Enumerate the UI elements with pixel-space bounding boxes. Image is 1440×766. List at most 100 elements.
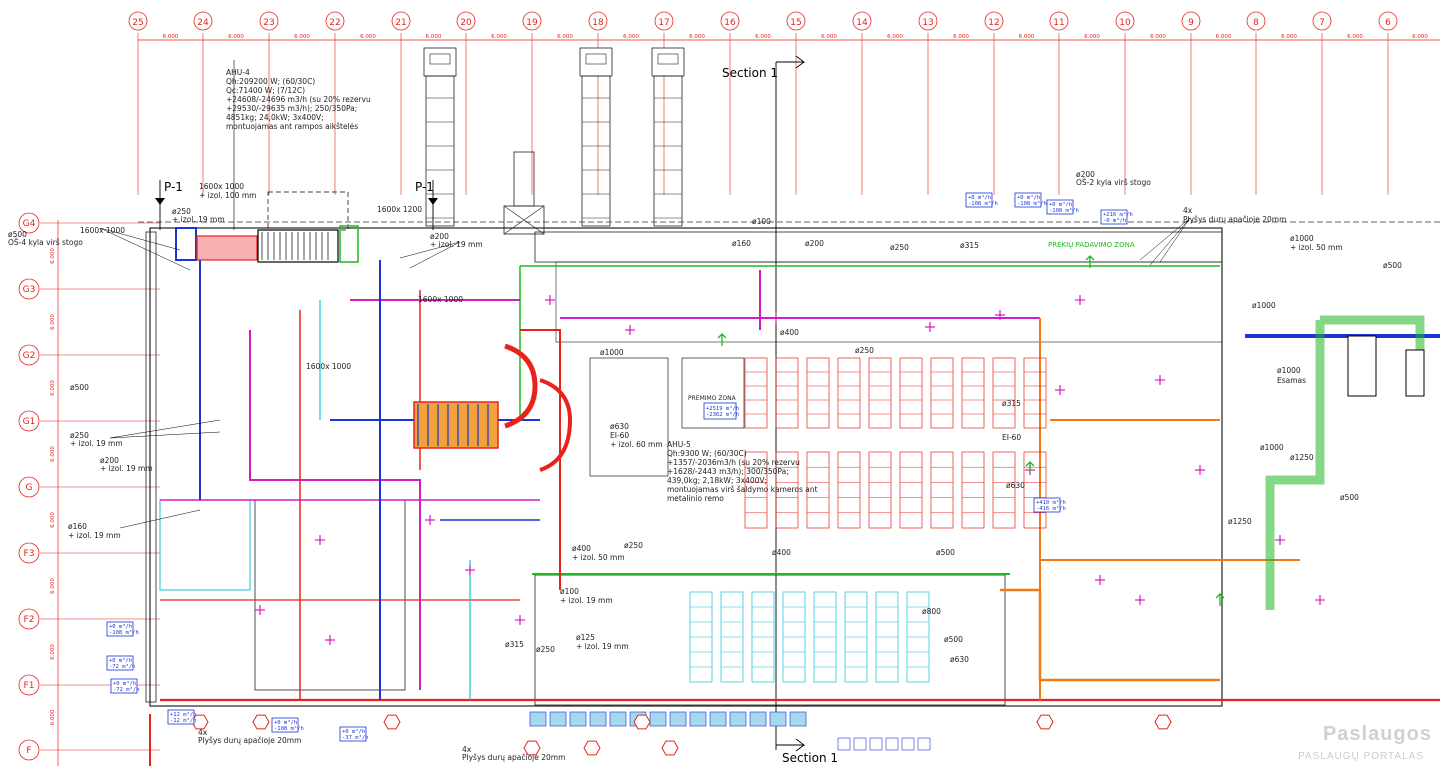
note-1600-izol: + izol. 100 mm	[199, 191, 256, 200]
grid-row-label: F2	[24, 615, 35, 625]
rack	[868, 451, 892, 529]
note-izol19-d100: + izol. 19 mm	[560, 596, 613, 605]
ahu4-line: montuojamas ant rampos aikštelės	[226, 122, 358, 131]
building-outline	[149, 227, 1223, 707]
bottom-sign	[901, 737, 915, 751]
grid-spacing-label: 6.000	[360, 34, 376, 40]
grid-spacing-label: 6.000	[426, 34, 442, 40]
ahu4-platform	[267, 191, 349, 231]
rack	[806, 357, 830, 429]
shaft-cap-inner	[657, 53, 679, 65]
grid-column-label: 17	[658, 18, 669, 28]
hex-marker	[583, 740, 601, 756]
plan-marker-right: P-1	[415, 180, 434, 194]
room-block	[254, 499, 406, 691]
bottom-fixture	[609, 711, 627, 727]
leader-line	[109, 431, 221, 439]
bottom-fixture	[569, 711, 587, 727]
plan-marker-left: P-1	[164, 180, 183, 194]
rack	[744, 451, 768, 529]
note-1600x1200: 1600x 1200	[377, 205, 422, 214]
note-d630-lower: ø630	[950, 655, 969, 664]
grid-column-bubble	[654, 11, 674, 31]
flow-box: +216 m³/h-0 m³/h	[1100, 209, 1133, 225]
hex-marker	[661, 740, 679, 756]
note-ei60-r: EI-60	[1002, 433, 1021, 442]
duct-red-main	[520, 329, 561, 590]
svg-text:+0 m³/h-108 m³/h: +0 m³/h-108 m³/h	[1017, 194, 1047, 207]
grid-spacing-label: 6.000	[623, 34, 639, 40]
grid-column-bubble	[1115, 11, 1135, 31]
grid-column-label: 22	[329, 18, 340, 28]
grid-column-bubble	[786, 11, 806, 31]
note-os2-dia: ø200	[1076, 170, 1095, 179]
note-d250-top: ø250	[890, 243, 909, 252]
note-izol19-g1: + izol. 19 mm	[70, 439, 123, 448]
rack	[961, 357, 985, 429]
shaft-cap	[651, 47, 685, 77]
grid-column-bubble	[984, 11, 1004, 31]
rack	[992, 451, 1016, 529]
svg-text:+0 m³/h-37 m³/h: +0 m³/h-37 m³/h	[342, 728, 369, 741]
ducts-layer	[149, 225, 1440, 766]
flow-box: +0 m³/h-108 m³/h	[1046, 199, 1079, 215]
upper-rooms	[555, 261, 1223, 343]
leader-line	[1149, 217, 1191, 266]
note-d200-top2: ø200	[805, 239, 824, 248]
grid-column-bubble	[1049, 11, 1069, 31]
grid-column-label: 7	[1319, 18, 1325, 28]
grid-row-bubble	[18, 608, 40, 630]
grid-spacing-label: 6.000	[953, 34, 969, 40]
flow-box: +0 m³/h-72 m³/h	[106, 655, 136, 671]
note-d1000: ø1000	[1277, 366, 1301, 375]
room-cyan	[159, 499, 251, 591]
note-izol19-g: + izol. 19 mm	[100, 464, 153, 473]
ahu4-line: Qc:71400 W; (7/12C)	[226, 86, 305, 95]
flow-arrow	[1025, 461, 1035, 474]
grid-spacing-label: 6.000	[50, 248, 56, 264]
grid-column-bubble	[588, 11, 608, 31]
note-1600x1000-left: 1600x 1000	[80, 226, 125, 235]
unit-far-right	[1405, 349, 1425, 397]
grid-spacing-label: 6.000	[1150, 34, 1166, 40]
flow-box: +0 m³/h-108 m³/h	[1014, 192, 1047, 208]
note-4x-left: 4x	[198, 728, 208, 737]
grid-spacing-label: 6.000	[557, 34, 573, 40]
grid-column-bubble	[1246, 11, 1266, 31]
shaft-cap	[423, 47, 457, 77]
section-label-top: Section 1	[722, 66, 778, 80]
grid-column-bubble	[259, 11, 279, 31]
grid-spacing-label: 6.000	[50, 644, 56, 660]
plan-marker-arrow	[155, 198, 165, 205]
grid-row-bubble	[18, 739, 40, 761]
note-esamas: Esamas	[1277, 376, 1306, 385]
grid-spacing-label: 6.000	[228, 34, 244, 40]
grid-column-label: 8	[1253, 18, 1259, 28]
section-label-bottom: Section 1	[782, 751, 838, 765]
note-izol19-top: + izol. 19 mm	[430, 240, 483, 249]
equipment-cluster	[413, 401, 499, 449]
bottom-fixture	[529, 711, 547, 727]
shaft-cap	[579, 47, 613, 77]
shaft-cross	[503, 205, 545, 235]
ahu5-line: metalinio remo	[667, 494, 724, 503]
shaft-cap-inner	[585, 53, 607, 65]
rack	[775, 357, 799, 429]
ahu4-coil	[196, 235, 258, 261]
hex-marker	[1154, 714, 1172, 730]
grid-row-bubble	[18, 278, 40, 300]
grid-spacing-label: 6.000	[1347, 34, 1363, 40]
note-os4: OŠ-4 kyla virš stogo	[8, 238, 83, 247]
grid-column-label: 25	[132, 18, 143, 28]
bottom-sign	[837, 737, 851, 751]
note-d1000-center: ø1000	[600, 348, 624, 357]
bottom-fixture	[689, 711, 707, 727]
svg-text:+0 m³/h-108 m³/h: +0 m³/h-108 m³/h	[968, 194, 998, 207]
note-d160-f3: ø160	[68, 522, 87, 531]
note-d800: ø800	[922, 607, 941, 616]
grid-spacing-label: 6.000	[887, 34, 903, 40]
note-d630: ø630	[610, 422, 629, 431]
leader-line	[99, 227, 181, 251]
rack	[899, 451, 923, 529]
grid-layer: 256.000246.000236.000226.000216.000206.0…	[18, 11, 1440, 766]
